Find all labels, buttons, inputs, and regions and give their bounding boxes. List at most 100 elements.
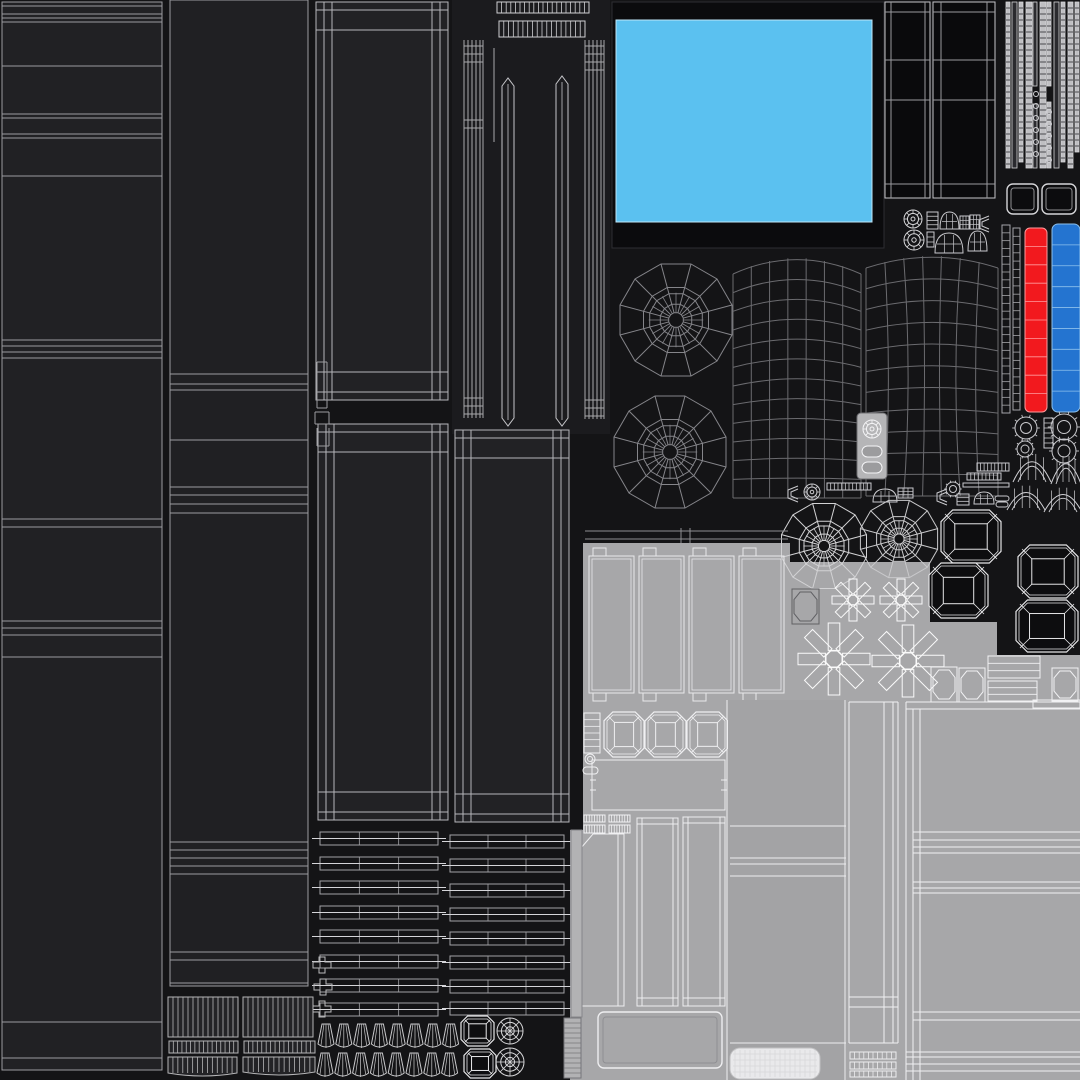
- plus-1: [312, 956, 332, 974]
- gear-3: [1015, 439, 1035, 459]
- button-pill-1: [861, 445, 883, 458]
- mesh-pill: [729, 1047, 821, 1080]
- slat-grid-right: [442, 834, 572, 1016]
- slat-grid-left: [312, 831, 446, 1017]
- pills-1: [994, 495, 1010, 508]
- snowflake-1: [831, 578, 875, 622]
- slat-stack-1: [987, 655, 1041, 679]
- tiny-stadium: [582, 766, 599, 775]
- fan-wheel-4: [859, 499, 939, 579]
- ribbed-6: [242, 1056, 316, 1076]
- door-panel-b: [317, 423, 449, 821]
- bottom-box: [597, 1011, 723, 1069]
- stripe-bar-1: [826, 482, 872, 491]
- gear-2: [1012, 414, 1040, 442]
- plus-3: [312, 1000, 332, 1018]
- connector-tabs: [314, 361, 330, 447]
- hook-2: [787, 485, 799, 503]
- dome-1: [939, 211, 960, 230]
- ribbed-1: [167, 996, 239, 1038]
- octsquare-dark: [791, 588, 820, 625]
- tv-bezel-1: [603, 711, 645, 758]
- plaid-1: [959, 215, 970, 230]
- corner-chip-2: [1041, 183, 1077, 215]
- seat-mesh-left: [732, 258, 862, 499]
- gray-door-b-frame: [848, 701, 899, 1044]
- trim-strip-2: [555, 75, 569, 427]
- bezel-2: [928, 562, 989, 619]
- ladder-beads: [1033, 91, 1052, 163]
- bezel-1: [940, 509, 1002, 564]
- grid-panel-2-lines: [933, 2, 995, 198]
- gray-door-a-lines: [726, 700, 846, 1080]
- gem-2: [463, 1048, 497, 1079]
- edge-strip-1: [570, 829, 583, 1018]
- arch-3: [1006, 485, 1046, 511]
- fan-row-2: [316, 1052, 459, 1077]
- knob-1: [903, 209, 923, 229]
- bezel-4: [1015, 599, 1079, 653]
- door-frame-2: [682, 816, 726, 1007]
- arch-1: [1012, 453, 1052, 483]
- curve-ladder-2: [1012, 227, 1021, 411]
- door-frame-1: [636, 817, 679, 1007]
- trim-lines-right: [584, 40, 605, 419]
- tv-bezel-3: [686, 711, 729, 758]
- slat-col-2: [638, 547, 685, 702]
- dome-2: [934, 232, 964, 254]
- slat-stack-bar: [1032, 699, 1080, 709]
- chip-row-3: [849, 1070, 897, 1078]
- chip-stack-1: [926, 211, 939, 230]
- fan-wheel-2: [613, 395, 727, 509]
- red-bar: [1024, 227, 1048, 413]
- chip-stack-4: [1043, 417, 1054, 449]
- chip-stack-2: [926, 231, 935, 248]
- strip-zone: [452, 0, 610, 434]
- hatch-chip-4: [608, 824, 631, 834]
- bezel-3: [1017, 544, 1079, 599]
- hatch-chip-2: [608, 814, 631, 823]
- hook-3: [936, 488, 948, 506]
- knob-3: [803, 483, 821, 501]
- ribbed-2: [242, 996, 314, 1038]
- trim-lines-left: [463, 40, 495, 418]
- dome-4: [973, 491, 995, 505]
- left-panel-2: [169, 0, 309, 987]
- tiny-chip-stack: [583, 712, 601, 754]
- ribbed-5: [167, 1056, 238, 1077]
- fan-wheel-1: [619, 263, 733, 377]
- octsquare-3: [1051, 667, 1079, 702]
- corner-chip-1: [1006, 183, 1039, 215]
- gear-5: [1049, 436, 1079, 466]
- slat-col-4: [738, 547, 785, 702]
- knob-2: [903, 229, 925, 251]
- edge-strip-2: [563, 1017, 582, 1079]
- slat-stack-2: [987, 680, 1038, 702]
- arch-2: [1050, 455, 1080, 485]
- trim-bar-2: [498, 20, 586, 38]
- screen-blue: [615, 19, 873, 223]
- hatch-chip-1: [583, 814, 606, 823]
- gray-door-a: [728, 700, 846, 1080]
- tiny-ring: [584, 753, 596, 765]
- ladder-strips: [1005, 1, 1080, 169]
- plus-2: [313, 978, 333, 996]
- panel-outline-ticks: [590, 779, 727, 791]
- web-knob-2: [495, 1047, 525, 1077]
- blue-bar: [1051, 223, 1080, 413]
- plaid-dome: [967, 230, 988, 252]
- tv-bezel-2: [644, 711, 687, 758]
- gem-1: [460, 1015, 495, 1047]
- chip-stack-3: [956, 493, 970, 506]
- dome-3: [872, 488, 898, 503]
- panel-outline: [591, 759, 726, 811]
- stripe-bar-3: [966, 472, 1002, 481]
- plaid-2: [969, 214, 981, 230]
- chip-row-1: [849, 1051, 897, 1060]
- grid-panel-1-lines: [885, 2, 930, 198]
- slat-col-1: [588, 547, 635, 702]
- stripe-bar-2: [976, 462, 1010, 472]
- snowflake-4: [871, 624, 945, 698]
